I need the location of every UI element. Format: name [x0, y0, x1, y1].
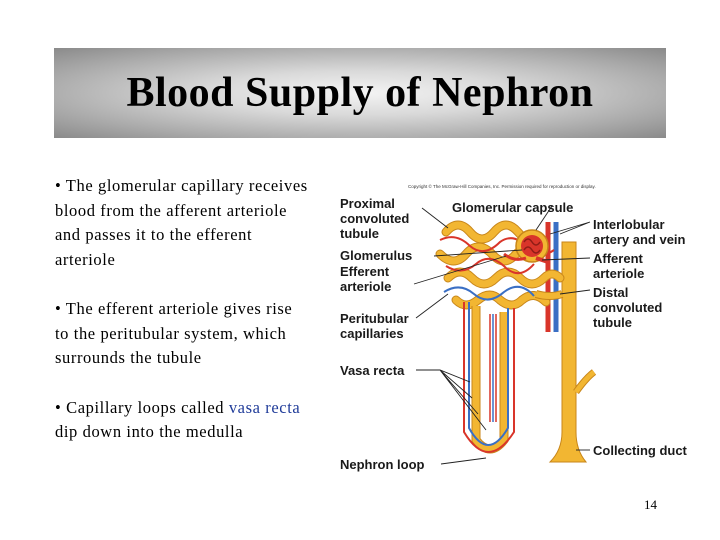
- nephron-illustration: Copyright © The McGraw-Hill Companies, I…: [340, 183, 688, 472]
- label-vasa-recta: Vasa recta: [340, 363, 405, 378]
- vasa-recta-arterial-shape: [463, 302, 515, 453]
- bullet-text: • The efferent arteriole gives rise to t…: [55, 299, 293, 367]
- peritubular-venule-shape: [443, 285, 535, 301]
- duct-branch-fill: [573, 370, 596, 394]
- nephron-loop-fill: [472, 306, 508, 453]
- page-number: 14: [644, 497, 657, 512]
- label-interlobular-vessels: artery and vein: [593, 232, 686, 247]
- label-proximal-tubule: convoluted: [340, 211, 409, 226]
- label-nephron-loop: Nephron loop: [340, 457, 425, 472]
- label-distal-tubule: tubule: [593, 315, 632, 330]
- bullet-item: • The glomerular capillary receives bloo…: [55, 174, 310, 272]
- bullet-text: • The glomerular capillary receives bloo…: [55, 176, 308, 269]
- label-proximal-tubule: tubule: [340, 226, 379, 241]
- label-peritubular-capillaries: capillaries: [340, 326, 404, 341]
- bullet-item: • The efferent arteriole gives rise to t…: [55, 297, 310, 371]
- title-bar: Blood Supply of Nephron: [54, 48, 666, 138]
- label-efferent-arteriole: Efferent: [340, 264, 390, 279]
- bullet-text: dip down into the medulla: [55, 422, 244, 441]
- efferent-arteriole-shape: [503, 252, 527, 261]
- label-afferent-arteriole: Afferent: [593, 251, 644, 266]
- label-interlobular-vessels: Interlobular: [593, 217, 665, 232]
- copyright-notice: Copyright © The McGraw-Hill Companies, I…: [408, 183, 596, 189]
- label-collecting-duct: Collecting duct: [593, 443, 688, 458]
- vasa-recta-inner: [489, 314, 497, 422]
- label-efferent-arteriole: arteriole: [340, 279, 391, 294]
- bullet-text: • Capillary loops called: [55, 397, 229, 417]
- bullet-item: • Capillary loops called vasa recta dip …: [55, 396, 310, 445]
- nephron-diagram: Copyright © The McGraw-Hill Companies, I…: [336, 182, 706, 482]
- peritubular-capillaries-shape: [445, 257, 535, 275]
- leader-lines: [413, 205, 591, 465]
- vasa-recta-venous-shape: [468, 302, 509, 446]
- label-glomerular-capsule: Glomerular capsule: [452, 200, 573, 215]
- collecting-duct-shape: [548, 241, 588, 463]
- label-afferent-arteriole: arteriole: [593, 266, 644, 281]
- label-proximal-tubule: Proximal: [340, 196, 395, 211]
- label-peritubular-capillaries: Peritubular: [340, 311, 409, 326]
- label-distal-tubule: Distal: [593, 285, 628, 300]
- label-distal-tubule: convoluted: [593, 300, 662, 315]
- bullet-list: • The glomerular capillary receives bloo…: [55, 174, 310, 470]
- glomerulus-loops: [523, 238, 541, 254]
- vasa-recta-highlight: vasa recta: [228, 397, 301, 417]
- glomerulus-shape: [521, 235, 543, 257]
- slide-title: Blood Supply of Nephron: [126, 70, 594, 116]
- label-glomerulus: Glomerulus: [340, 248, 412, 263]
- distal-tubule-connector-fill: [535, 291, 563, 299]
